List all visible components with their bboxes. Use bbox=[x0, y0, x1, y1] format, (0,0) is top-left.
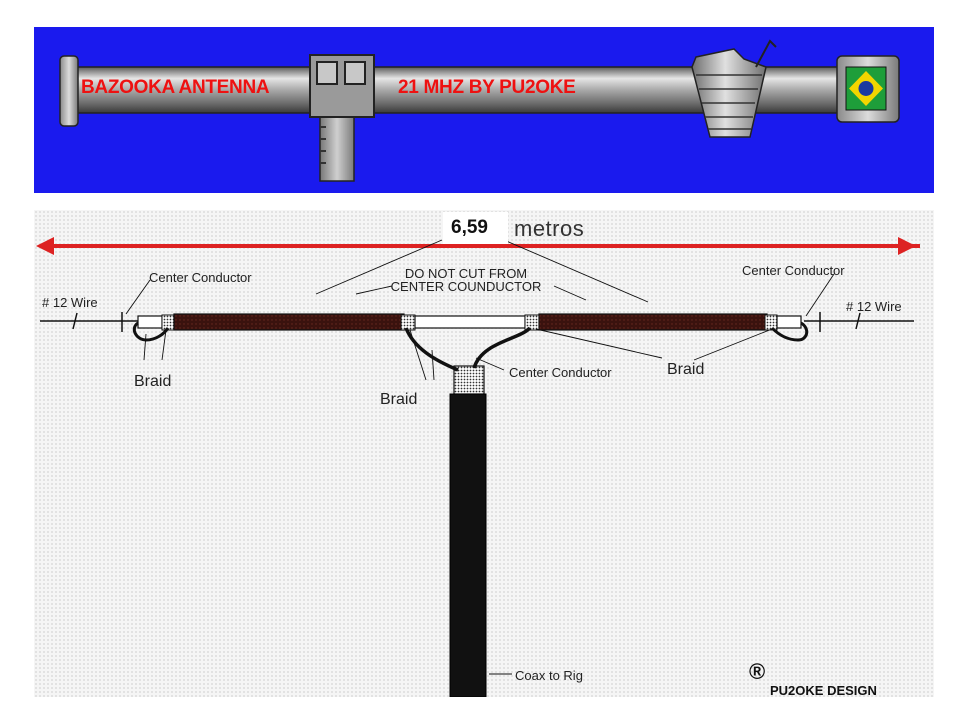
center-conductor-right-label: Center Conductor bbox=[742, 263, 845, 278]
wire-right-label: # 12 Wire bbox=[846, 299, 902, 314]
braid-left-label: Braid bbox=[134, 373, 172, 390]
banner-title-right: 21 MHZ BY PU2OKE bbox=[398, 77, 576, 98]
brazil-flag-icon bbox=[845, 66, 887, 111]
banner: BAZOOKA ANTENNA 21 MHZ BY PU2OKE bbox=[34, 27, 934, 193]
antenna-diagram: 6,59 metros # 12 Wire # 12 Wire Center C… bbox=[34, 210, 934, 697]
designer-credit: PU2OKE DESIGN bbox=[770, 683, 877, 698]
center-conductor-left-label: Center Conductor bbox=[149, 270, 252, 285]
center-conductor-gap bbox=[414, 315, 526, 329]
do-not-cut-line1: DO NOT CUT FROM bbox=[404, 266, 528, 281]
center-conductor-middle-label: Center Conductor bbox=[509, 365, 612, 380]
left-cap bbox=[59, 55, 79, 127]
coax-to-rig-label: Coax to Rig bbox=[515, 668, 583, 683]
braid-middle-label: Braid bbox=[380, 391, 418, 408]
dimension-box bbox=[443, 212, 508, 244]
coax-left bbox=[173, 313, 405, 331]
registered-mark: ® bbox=[749, 659, 766, 684]
feed-coax bbox=[449, 393, 487, 697]
banner-title-left: BAZOOKA ANTENNA bbox=[81, 77, 270, 98]
do-not-cut-note: DO NOT CUT FROM CENTER COUNDUCTOR bbox=[366, 267, 566, 293]
dimension-value: 6,59 bbox=[451, 217, 488, 238]
wire-left-label: # 12 Wire bbox=[42, 295, 98, 310]
antenna-schematic bbox=[36, 237, 920, 697]
braid-right-label: Braid bbox=[667, 361, 705, 378]
coax-right bbox=[538, 313, 768, 331]
dimension-arrow bbox=[36, 237, 920, 255]
do-not-cut-line2: CENTER COUNDUCTOR bbox=[390, 279, 542, 294]
dimension-unit: metros bbox=[514, 216, 585, 241]
bazooka-illustration bbox=[59, 39, 900, 182]
cone bbox=[691, 48, 767, 138]
